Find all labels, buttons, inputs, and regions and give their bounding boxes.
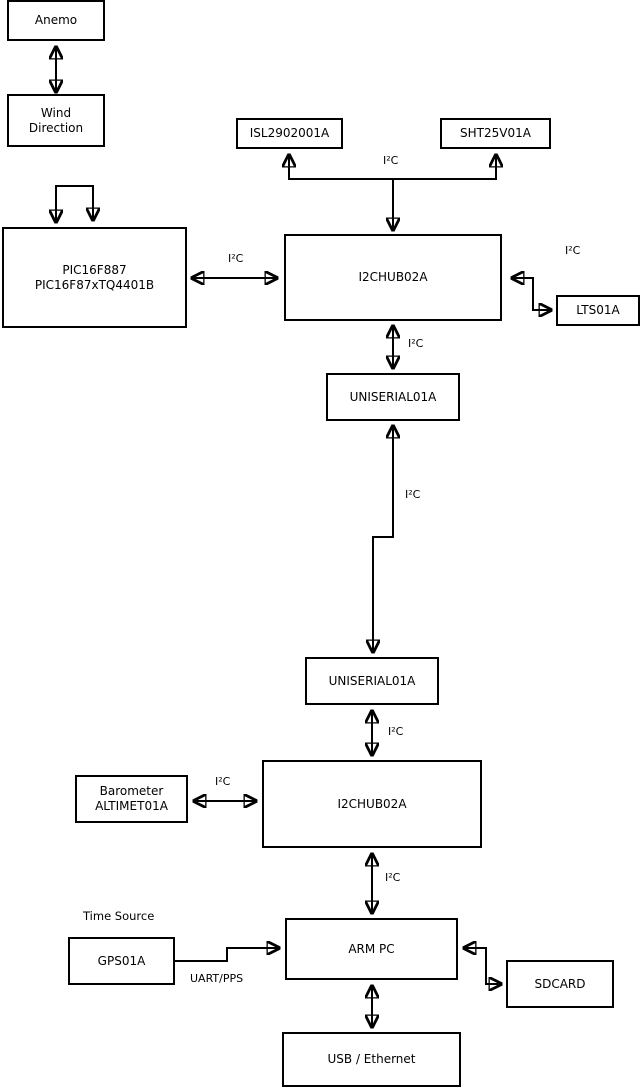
node-i2chub02a-top[interactable]: I2CHUB02A xyxy=(284,234,502,321)
node-wind-direction[interactable]: Wind Direction xyxy=(7,94,105,147)
edge-label-i2c-hub-lts: I²C xyxy=(565,244,581,257)
edge-label-i2c-uniserial-uniserial: I²C xyxy=(405,488,421,501)
node-i2chub02a-bottom[interactable]: I2CHUB02A xyxy=(262,760,482,848)
connector-uniserial-uniserial xyxy=(373,426,393,652)
node-anemo[interactable]: Anemo xyxy=(7,0,105,41)
edge-label-i2c-sensor-bus: I²C xyxy=(383,154,399,167)
edge-label-i2c-hub-armpc: I²C xyxy=(385,871,401,884)
node-barometer-altimet01a[interactable]: Barometer ALTIMET01A xyxy=(75,775,188,823)
label-time-source: Time Source xyxy=(83,909,155,923)
node-sht25v01a[interactable]: SHT25V01A xyxy=(440,118,551,149)
node-uniserial01a-lower[interactable]: UNISERIAL01A xyxy=(305,657,439,705)
edge-label-i2c-hub-uniserial: I²C xyxy=(408,337,424,350)
connector-hubtop-lts xyxy=(512,278,551,310)
node-uniserial01a-upper[interactable]: UNISERIAL01A xyxy=(326,373,460,421)
edge-label-i2c-uniserial-hub: I²C xyxy=(388,725,404,738)
node-lts01a[interactable]: LTS01A xyxy=(556,295,640,326)
node-arm-pc[interactable]: ARM PC xyxy=(285,918,458,980)
node-isl2902001a[interactable]: ISL2902001A xyxy=(236,118,343,149)
edge-label-i2c-pic-hub: I²C xyxy=(228,252,244,265)
node-sdcard[interactable]: SDCARD xyxy=(506,960,614,1008)
node-pic-microcontroller[interactable]: PIC16F887 PIC16F87xTQ4401B xyxy=(2,227,187,328)
connector-gps-armpc xyxy=(175,948,279,962)
connector-armpc-sdcard xyxy=(464,948,501,984)
edge-label-uart-pps: UART/PPS xyxy=(190,972,244,985)
node-usb-ethernet[interactable]: USB / Ethernet xyxy=(282,1032,461,1087)
edge-label-i2c-barometer-hub: I²C xyxy=(215,775,231,788)
node-gps01a[interactable]: GPS01A xyxy=(68,937,175,985)
connector-pic-wind xyxy=(56,185,93,222)
